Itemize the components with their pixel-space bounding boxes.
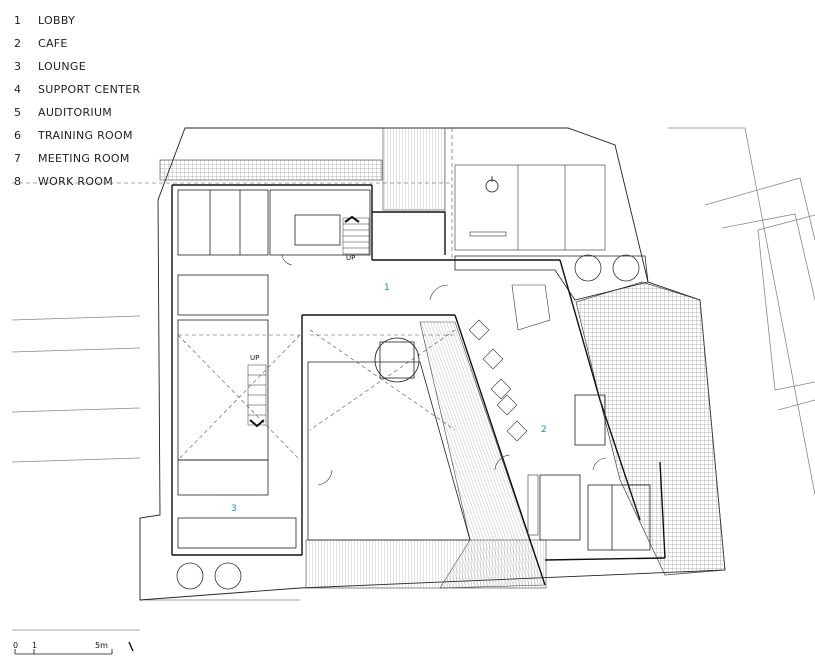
scale-bar <box>14 649 113 655</box>
legend-item: 1 LOBBY <box>14 14 140 37</box>
lounge-stair-label: UP <box>250 354 259 362</box>
cafe-tables <box>468 284 551 536</box>
northeast-garden <box>454 255 649 301</box>
legend-item: 5 AUDITORIUM <box>14 106 140 129</box>
legend-label: LOUNGE <box>38 60 86 73</box>
lounge-stair-arrow-icon <box>249 419 265 428</box>
context-buildings <box>11 127 815 631</box>
legend-number: 5 <box>14 106 22 119</box>
north-deck <box>382 127 446 211</box>
room-legend: 1 LOBBY 2 CAFE 3 LOUNGE 4 SUPPORT CENTER 5 AU… <box>14 14 140 198</box>
south-steps <box>305 539 547 589</box>
tree-icon <box>176 254 640 590</box>
scale-tick-0: 0 <box>13 641 18 650</box>
scale-tick-5m: 5m <box>95 641 108 650</box>
legend-item: 6 TRAINING ROOM <box>14 129 140 152</box>
legend-number: 1 <box>14 14 22 27</box>
courtyard <box>307 361 471 541</box>
accessible-parking-icon <box>485 176 499 193</box>
legend-label: SUPPORT CENTER <box>38 83 141 96</box>
legend-number: 6 <box>14 129 22 142</box>
scale-tick-1: 1 <box>32 641 37 650</box>
legend-label: MEETING ROOM <box>38 152 130 165</box>
legend-item: 8 WORK ROOM <box>14 175 140 198</box>
main-stair-label: UP <box>346 254 355 262</box>
north-strip <box>159 159 383 181</box>
legend-label: CAFE <box>38 37 68 50</box>
legend-number: 2 <box>14 37 22 50</box>
legend-label: TRAINING ROOM <box>38 129 133 142</box>
legend-label: LOBBY <box>38 14 76 27</box>
building-walls <box>171 184 666 586</box>
legend-item: 2 CAFE <box>14 37 140 60</box>
parking <box>454 164 606 251</box>
legend-number: 7 <box>14 152 22 165</box>
legend-number: 3 <box>14 60 22 73</box>
main-stair <box>342 217 370 255</box>
door-swings <box>281 254 607 486</box>
projection-lines <box>12 128 456 496</box>
east-terrace <box>575 281 726 576</box>
legend-label: WORK ROOM <box>38 175 114 188</box>
legend-number: 8 <box>14 175 22 188</box>
room-label-lounge: 3 <box>231 504 237 514</box>
main-stair-arrow-icon <box>344 215 360 223</box>
legend-item: 7 MEETING ROOM <box>14 152 140 175</box>
legend-label: AUDITORIUM <box>38 106 113 119</box>
legend-number: 4 <box>14 83 22 96</box>
legend-item: 4 SUPPORT CENTER <box>14 83 140 106</box>
north-arrow-icon <box>128 641 134 652</box>
legend-item: 3 LOUNGE <box>14 60 140 83</box>
skylight-icon <box>374 337 420 383</box>
room-label-lobby: 1 <box>384 283 390 293</box>
room-label-cafe: 2 <box>541 425 547 435</box>
